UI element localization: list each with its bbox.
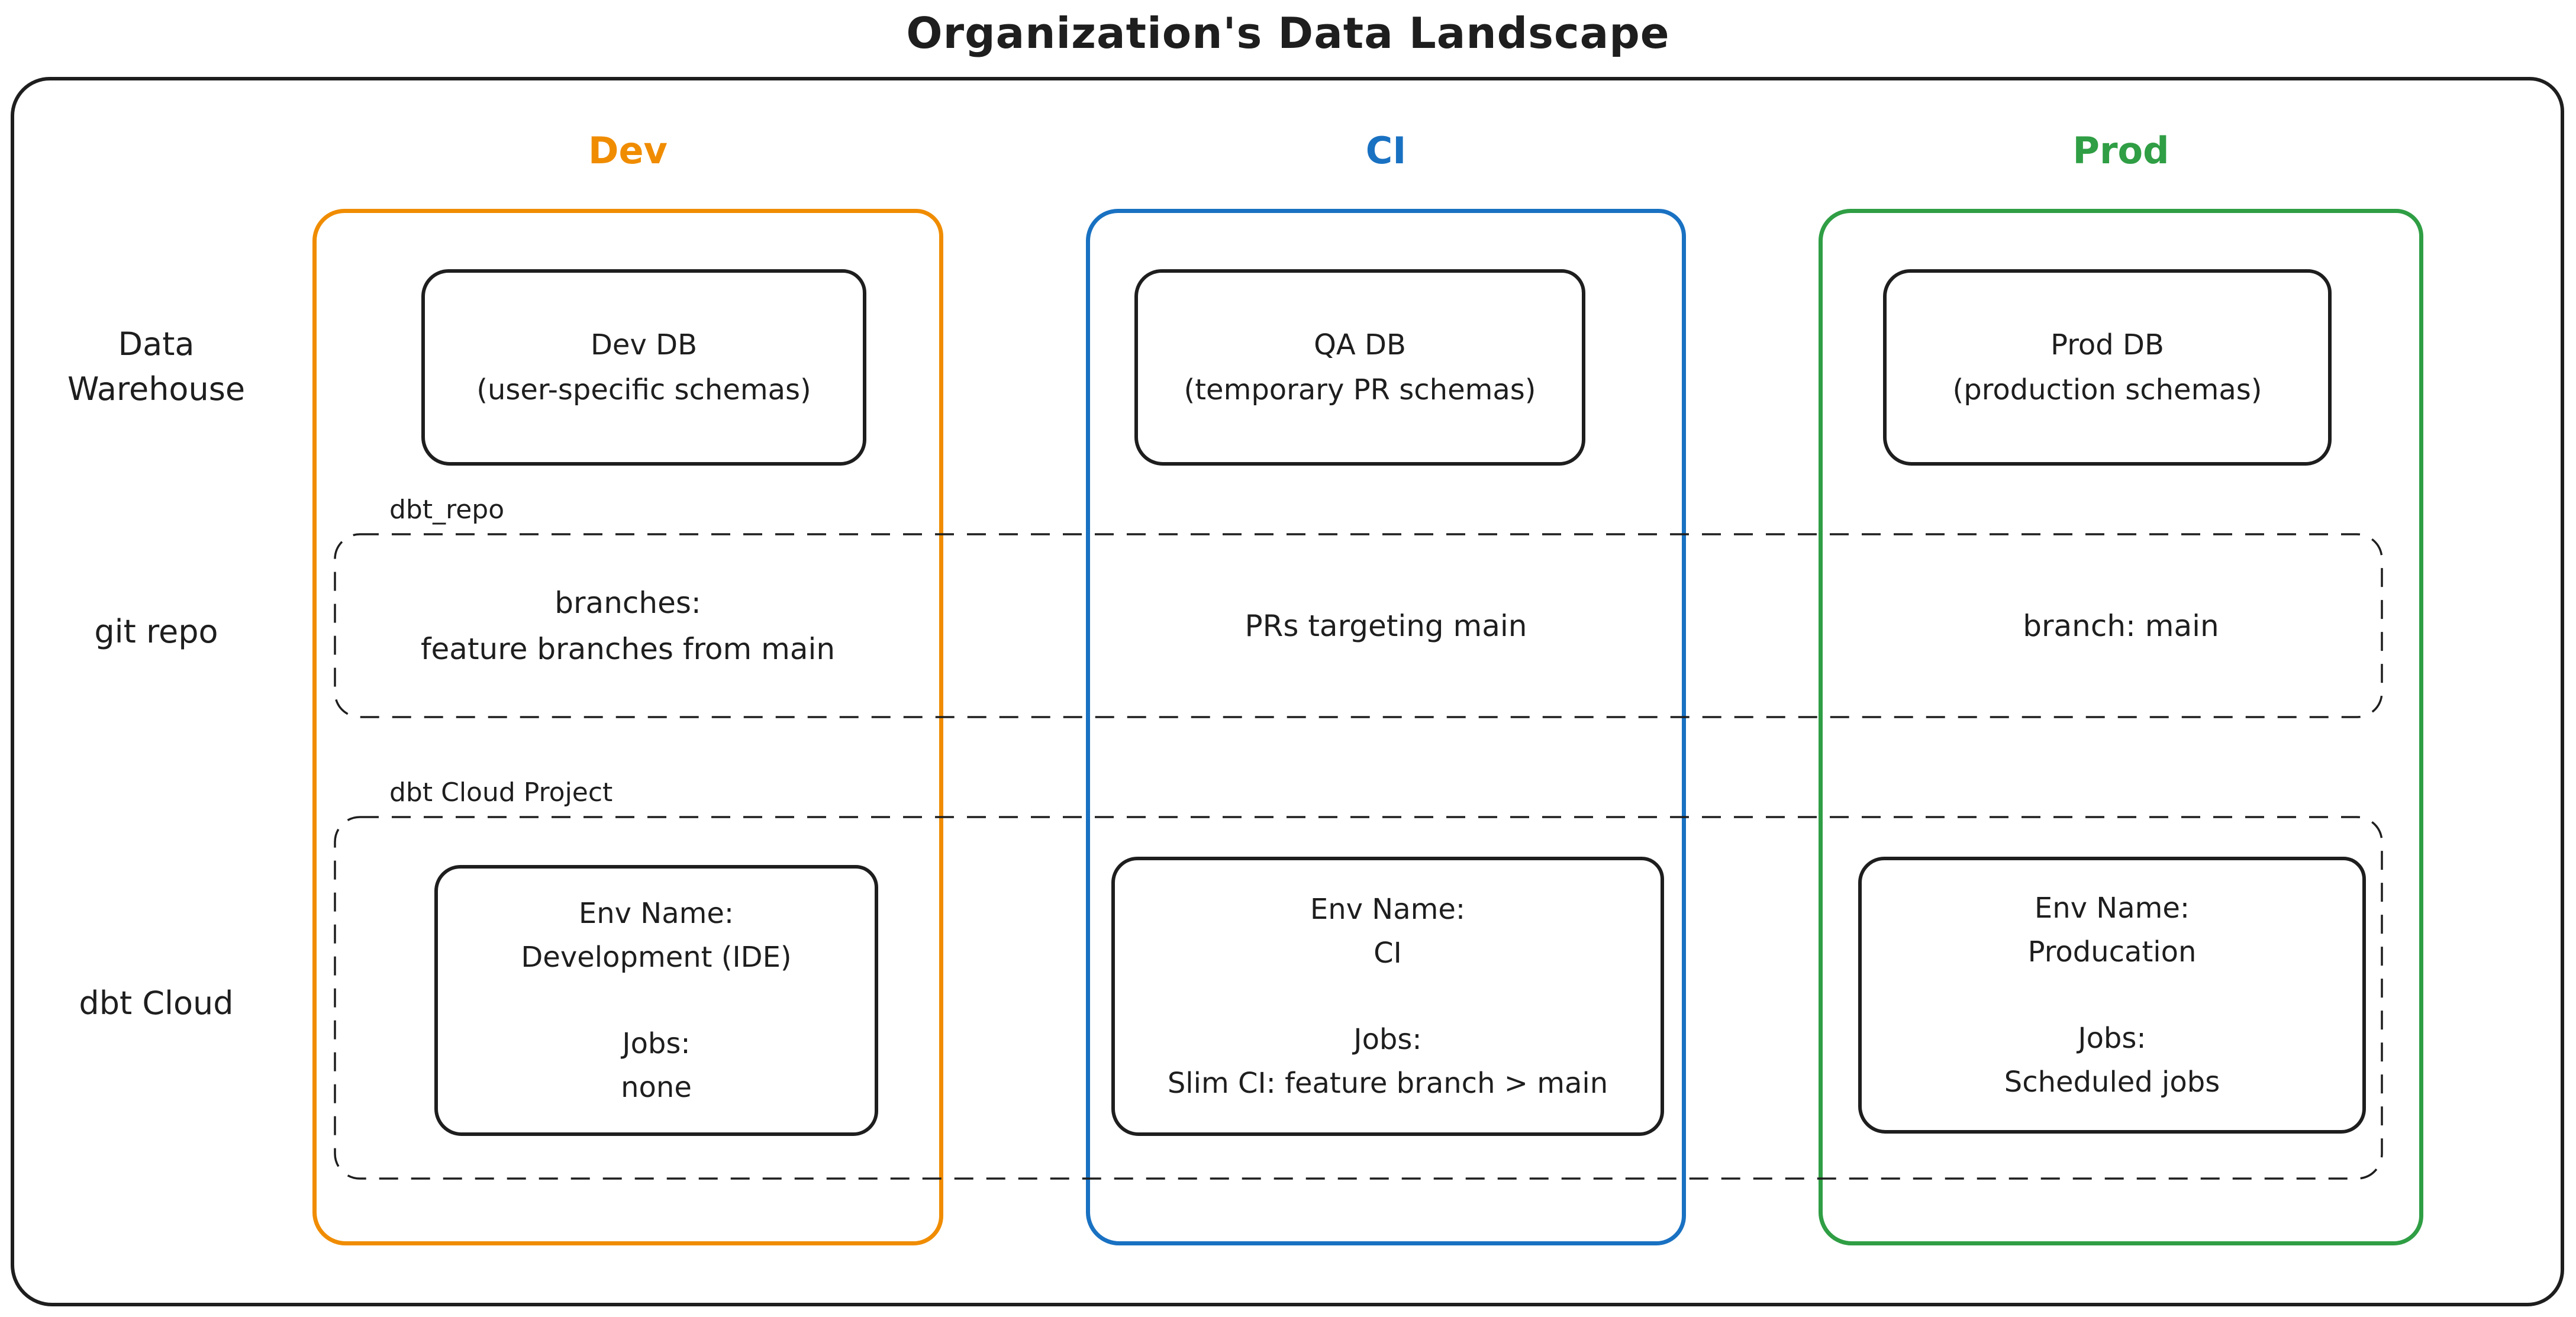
ci-env-box: Env Name: CI Jobs: Slim CI: feature bran… [1111, 857, 1664, 1136]
dbt-cloud-project-group-label: dbt Cloud Project [389, 777, 613, 808]
prod-db-schemas: (production schemas) [1952, 373, 2262, 406]
ci-git-text: PRs targeting main [1086, 532, 1686, 719]
dev-jobs-label: Jobs: [622, 1027, 691, 1060]
dev-db-schemas: (user-specific schemas) [476, 373, 811, 406]
dbt-repo-group-label: dbt_repo [389, 495, 505, 525]
dev-env-name: Development (IDE) [521, 941, 792, 974]
prod-env-box: Env Name: Producation Jobs: Scheduled jo… [1858, 857, 2366, 1134]
dev-env-box: Env Name: Development (IDE) Jobs: none [434, 865, 878, 1136]
ci-git-line1: PRs targeting main [1245, 608, 1527, 643]
qa-db-schemas: (temporary PR schemas) [1184, 373, 1536, 406]
prod-db-name: Prod DB [2051, 328, 2164, 361]
dev-git-line1: branches: [554, 585, 701, 620]
qa-db-box: QA DB (temporary PR schemas) [1134, 269, 1585, 466]
ci-env-label: Env Name: [1310, 893, 1466, 926]
dev-git-line2: feature branches from main [420, 631, 836, 666]
column-header-dev: Dev [588, 129, 668, 172]
dbt-cloud-project-dashed-box [334, 816, 2383, 1180]
prod-jobs-label: Jobs: [2078, 1022, 2146, 1055]
git-repo-dashed-box [334, 533, 2383, 718]
prod-jobs-value: Scheduled jobs [2004, 1066, 2220, 1099]
landscape-outer-frame [11, 77, 2564, 1306]
dev-env-label: Env Name: [578, 897, 734, 930]
dev-db-box: Dev DB (user-specific schemas) [421, 269, 866, 466]
row-label-dbt-cloud: dbt Cloud [79, 984, 234, 1022]
ci-column-box [1086, 209, 1686, 1245]
column-header-ci: CI [1365, 129, 1407, 172]
ci-jobs-value: Slim CI: feature branch > main [1167, 1067, 1608, 1100]
diagram-title: Organization's Data Landscape [906, 8, 1670, 58]
dev-column-box [312, 209, 943, 1245]
column-header-prod: Prod [2072, 129, 2169, 172]
ci-env-name: CI [1374, 937, 1402, 970]
dev-jobs-value: none [621, 1071, 692, 1104]
prod-git-line1: branch: main [2023, 608, 2219, 643]
prod-db-box: Prod DB (production schemas) [1883, 269, 2332, 466]
row-label-data-warehouse: Data Warehouse [67, 325, 246, 408]
row-label-git-repo: git repo [94, 613, 218, 650]
prod-env-label: Env Name: [2034, 892, 2190, 925]
prod-git-text: branch: main [1819, 532, 2423, 719]
dev-git-text: branches: feature branches from main [312, 532, 943, 719]
qa-db-name: QA DB [1314, 328, 1406, 361]
ci-jobs-label: Jobs: [1353, 1023, 1422, 1056]
prod-env-name: Producation [2027, 935, 2197, 969]
prod-column-box [1819, 209, 2423, 1245]
dev-db-name: Dev DB [590, 328, 698, 361]
